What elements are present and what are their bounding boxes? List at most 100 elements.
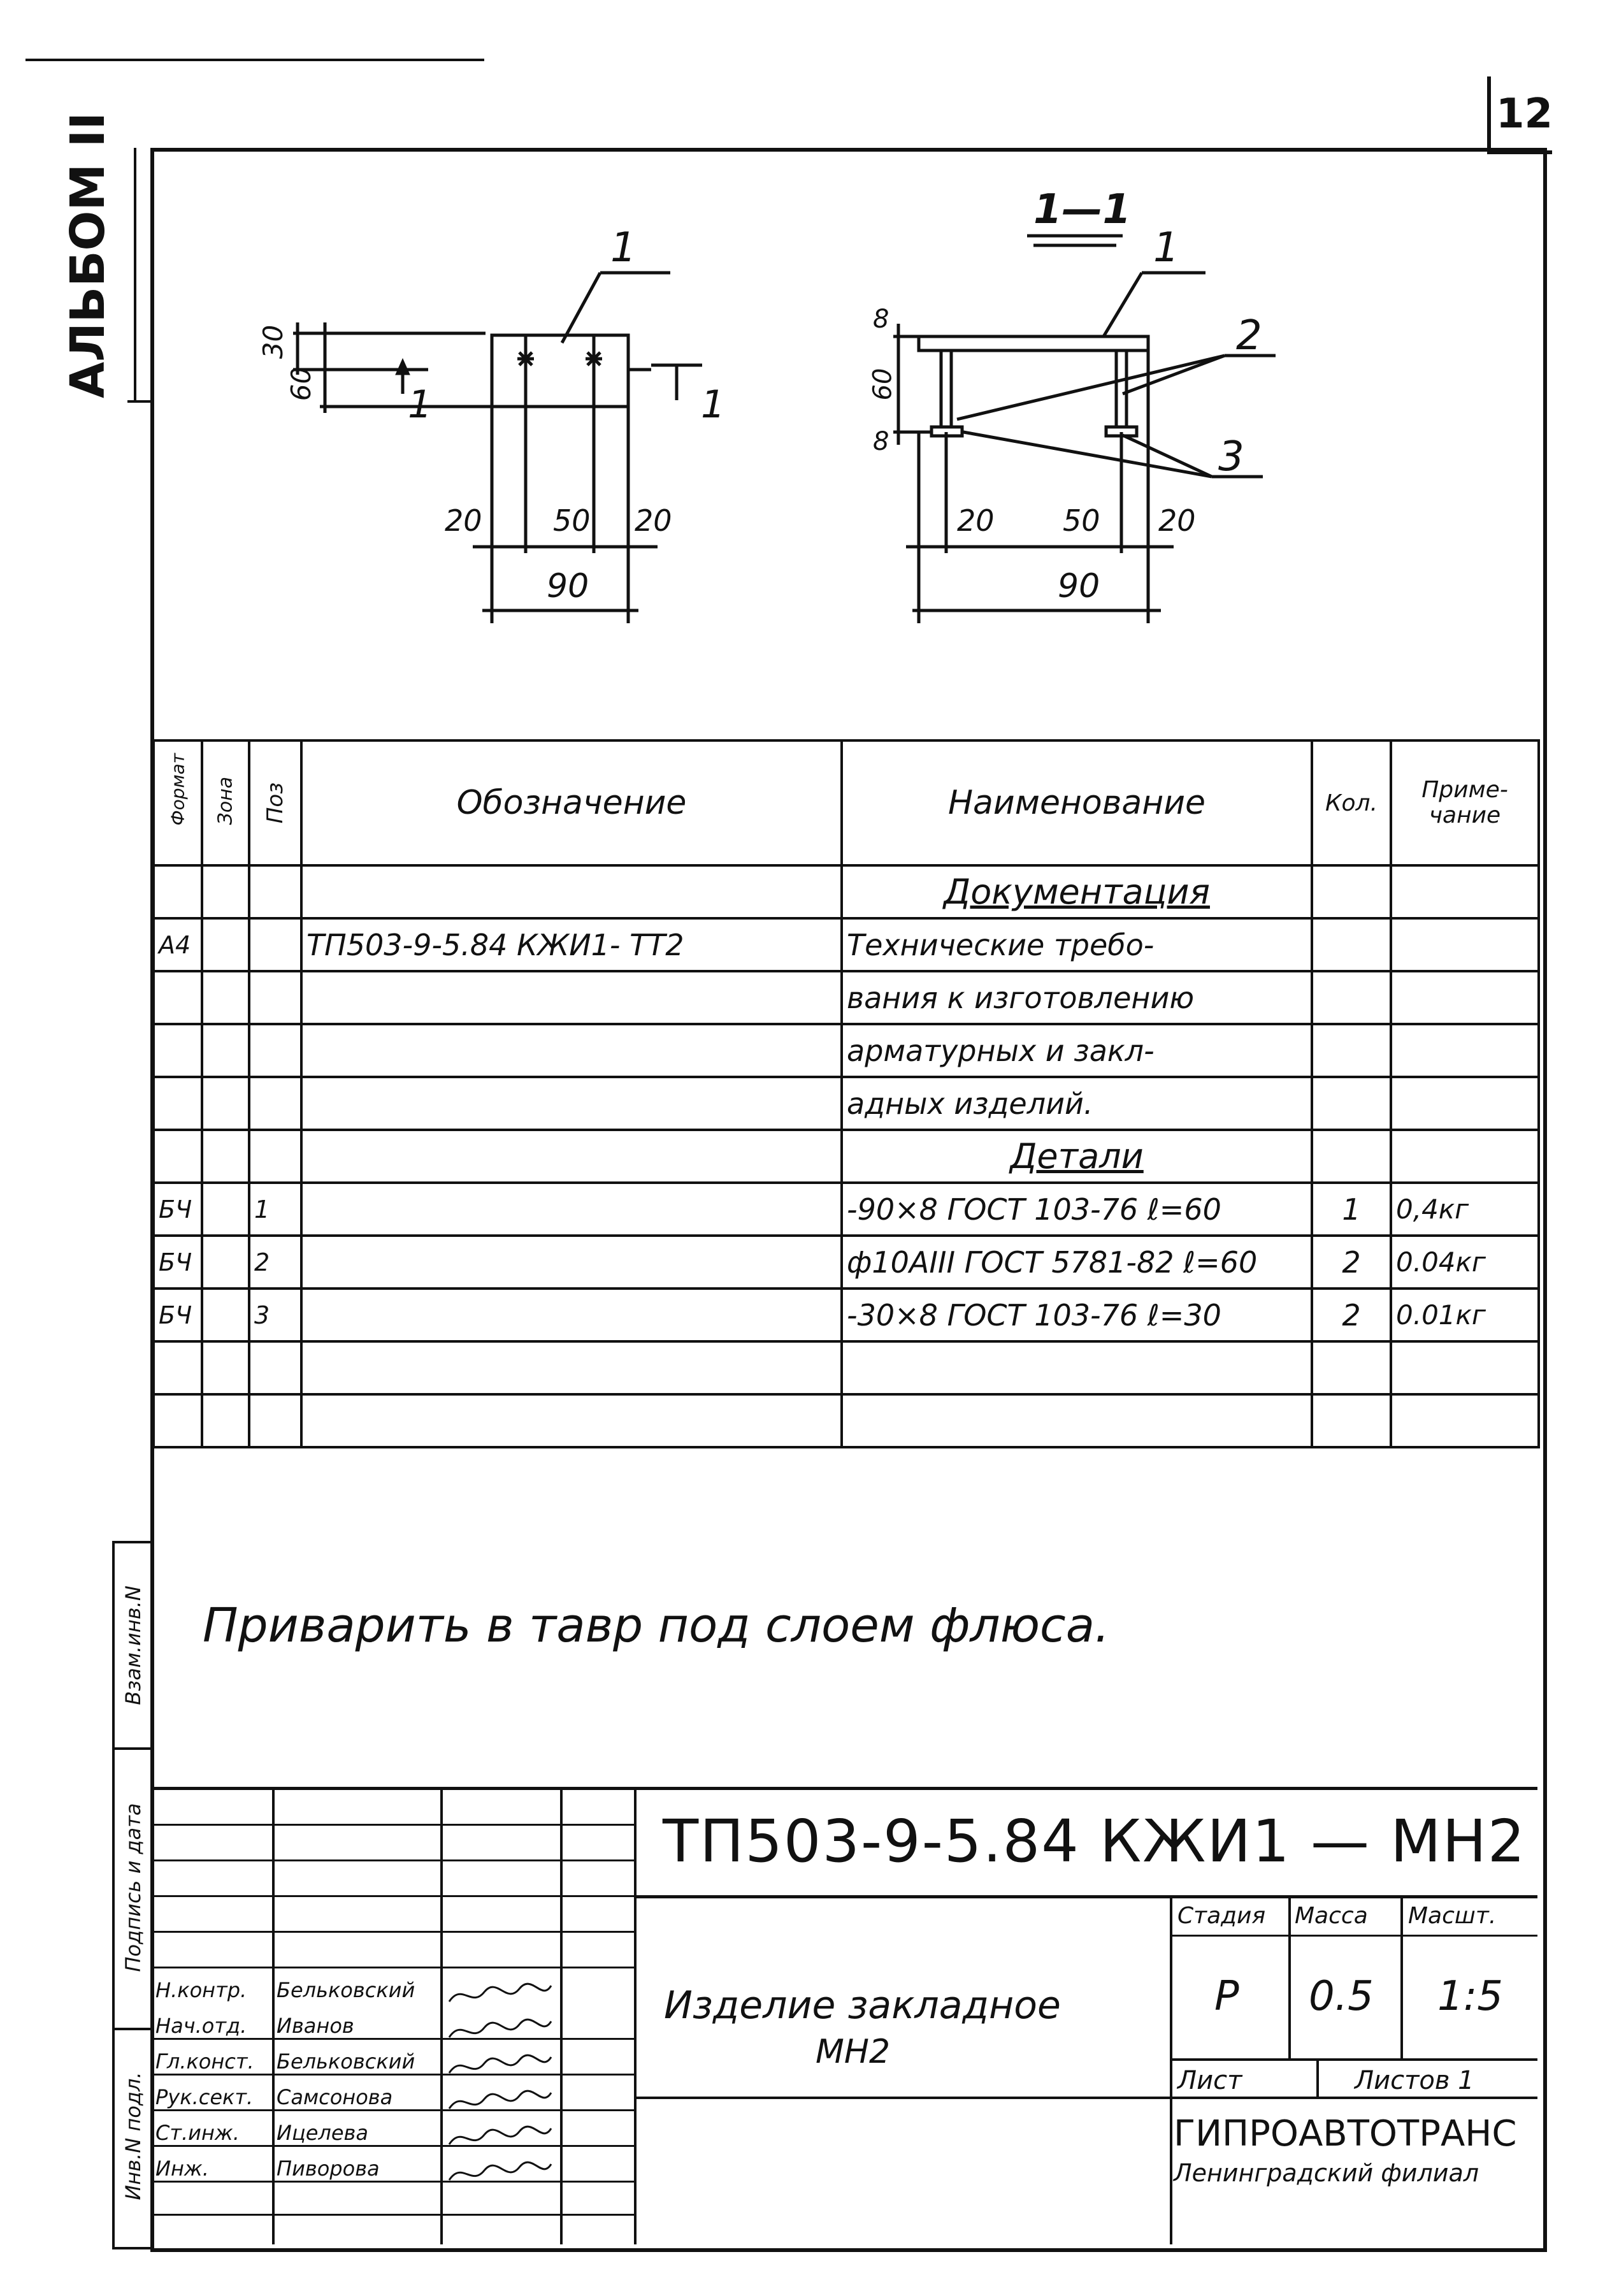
spec-cell-designation: ТП503-9-5.84 КЖИ1- ТТ2 <box>300 917 843 972</box>
spec-cell-zone <box>201 1234 250 1290</box>
doc-code: ТП503-9-5.84 КЖИ1 — МН2 <box>663 1807 1527 1875</box>
spec-cell-designation <box>300 1181 843 1237</box>
dim-v-8b: 8 <box>873 427 889 456</box>
spec-cell-zone <box>201 1340 250 1396</box>
side-label-replace-inv: Взам.инв.N <box>121 1585 145 1705</box>
handwritten-signature <box>448 2054 552 2074</box>
header-designation: Обозначение <box>300 739 843 867</box>
header-zone: Зона <box>201 739 250 867</box>
stage-value: Р <box>1214 1973 1239 2020</box>
spec-cell-qty <box>1311 1023 1392 1078</box>
spec-cell-zone <box>201 864 250 920</box>
dim-v-30: 30 <box>257 324 289 359</box>
scale-value: 1:5 <box>1437 1973 1503 2020</box>
weld-mark-right <box>586 350 602 367</box>
spec-cell-note <box>1390 1393 1540 1448</box>
spec-cell-name: адных изделий. <box>840 1076 1313 1131</box>
spec-cell-name: арматурных и закл- <box>840 1023 1313 1078</box>
spec-cell-format <box>152 970 203 1025</box>
org-name: ГИПРОАВТОТРАНС <box>1174 2113 1517 2155</box>
callout-1-left: 1 <box>610 224 637 271</box>
spec-cell-zone <box>201 917 250 972</box>
spec-row <box>152 1393 1540 1448</box>
spec-cell-note <box>1390 864 1540 920</box>
signature-role: Гл.конст. <box>155 2049 254 2074</box>
item-name-line2: МН2 <box>816 2033 891 2071</box>
signature-role: Рук.сект. <box>155 2085 254 2109</box>
plate-section-view <box>917 335 1150 352</box>
signature-name: Самсонова <box>277 2085 393 2109</box>
spec-cell-pos: 2 <box>248 1234 303 1290</box>
spec-cell-name: Документация <box>840 864 1313 920</box>
dim-h-50-right: 50 <box>1063 503 1100 538</box>
dim-v-8a: 8 <box>873 305 889 334</box>
dim-h-20d: 20 <box>1158 503 1196 538</box>
spec-cell-zone <box>201 1076 250 1131</box>
signature-name: Иванов <box>277 2014 354 2038</box>
spec-cell-pos <box>248 917 303 972</box>
rod-right <box>1114 349 1128 429</box>
spec-cell-qty <box>1311 864 1392 920</box>
top-edge-line <box>25 59 484 61</box>
spec-cell-format: БЧ <box>152 1181 203 1237</box>
spec-cell-name: -30×8 ГОСТ 103-76 ℓ=30 <box>840 1287 1313 1343</box>
spec-cell-pos <box>248 1129 303 1184</box>
dim-h-20a: 20 <box>445 503 482 538</box>
detail-drawing <box>293 234 1276 623</box>
sheet-number: 12 <box>1496 90 1553 138</box>
spec-cell-note: 0.01кг <box>1390 1287 1540 1343</box>
spec-cell-name: Детали <box>840 1129 1313 1184</box>
spec-cell-designation <box>300 1393 843 1448</box>
spec-cell-pos: 1 <box>248 1181 303 1237</box>
spec-cell-designation <box>300 1234 843 1290</box>
spec-cell-format <box>152 1129 203 1184</box>
spec-cell-pos: 3 <box>248 1287 303 1343</box>
spec-cell-name: вания к изготовлению <box>840 970 1313 1025</box>
mass-label: Масса <box>1295 1903 1368 1929</box>
spec-cell-note <box>1390 1129 1540 1184</box>
signature-role: Н.контр. <box>155 1978 247 2002</box>
dim-h-20b: 20 <box>635 503 672 538</box>
spec-cell-note <box>1390 970 1540 1025</box>
signature-name: Пиворова <box>277 2156 380 2181</box>
header-qty: Кол. <box>1311 739 1392 867</box>
signature-role: Нач.отд. <box>155 2014 247 2038</box>
signature-role: Ст.инж. <box>155 2121 240 2145</box>
weld-mark-left <box>517 350 534 367</box>
spec-cell-qty: 2 <box>1311 1287 1392 1343</box>
spec-cell-zone <box>201 1393 250 1448</box>
album-label: АЛЬБОМ II <box>61 112 115 398</box>
item-name-line1: Изделие закладное <box>664 1983 1061 2028</box>
header-pos: Поз <box>248 739 303 867</box>
header-note: Приме- чание <box>1390 739 1540 867</box>
side-label-sign-date: Подпись и дата <box>121 1803 145 1972</box>
spec-cell-format <box>152 1023 203 1078</box>
spec-cell-pos <box>248 1340 303 1396</box>
spec-cell-format: БЧ <box>152 1287 203 1343</box>
spec-cell-name: ф10АIII ГОСТ 5781-82 ℓ=60 <box>840 1234 1313 1290</box>
signature-name: Бельковский <box>277 2049 415 2074</box>
spec-cell-qty: 1 <box>1311 1181 1392 1237</box>
spec-cell-designation <box>300 1129 843 1184</box>
org-branch: Ленинградский филиал <box>1174 2159 1479 2187</box>
signature-name: Ицелева <box>277 2121 369 2145</box>
sheet-number-box: 12 <box>1487 76 1553 154</box>
handwritten-signature <box>448 2018 552 2038</box>
spec-cell-format <box>152 1340 203 1396</box>
spec-cell-zone <box>201 1287 250 1343</box>
spec-row: Документация <box>152 864 1540 920</box>
note-text: Приварить в тавр под слоем флюса. <box>203 1598 1110 1653</box>
spec-cell-pos <box>248 1023 303 1078</box>
spec-cell-designation <box>300 864 843 920</box>
spec-cell-zone <box>201 1023 250 1078</box>
callout-2-right: 2 <box>1236 312 1262 359</box>
signature-role: Инж. <box>155 2156 209 2181</box>
handwritten-signature <box>448 2090 552 2109</box>
spec-cell-designation <box>300 1023 843 1078</box>
section-mark-left: 1 <box>408 382 433 427</box>
handwritten-signature <box>448 2161 552 2181</box>
signature-grid <box>152 1788 637 2244</box>
